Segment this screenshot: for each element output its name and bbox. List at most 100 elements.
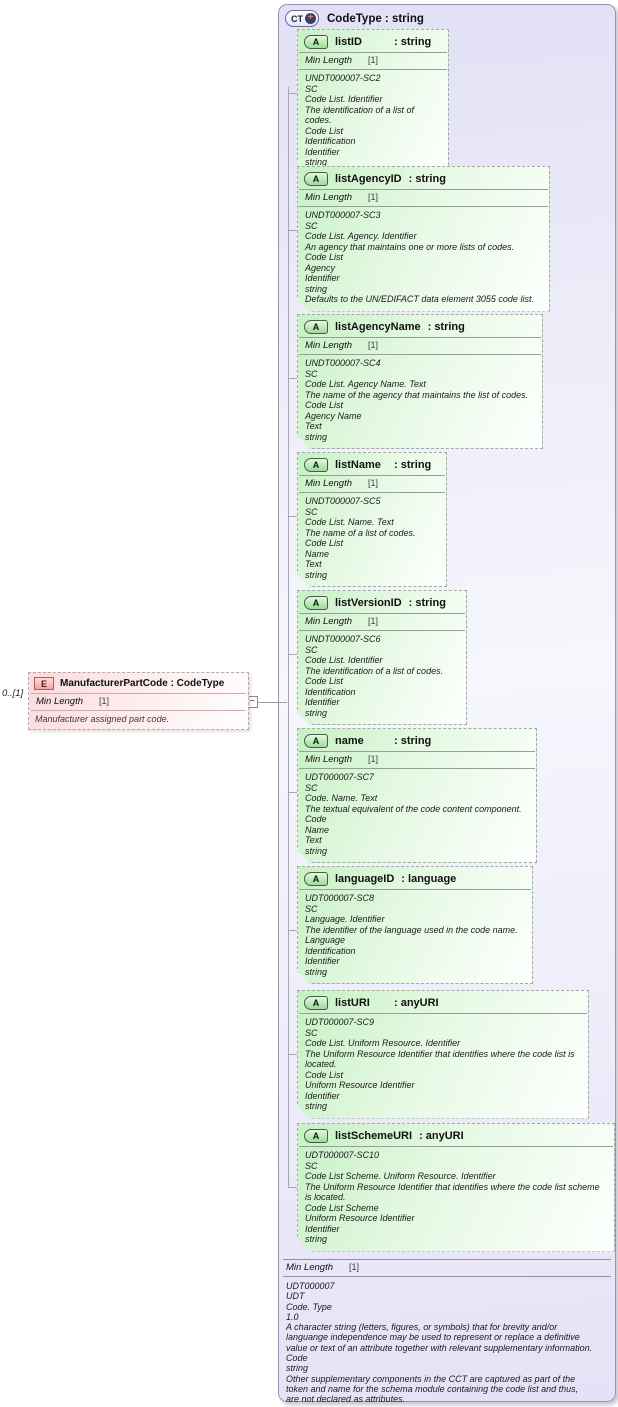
divider	[299, 630, 465, 631]
divider	[299, 751, 535, 752]
divider	[299, 189, 548, 190]
attribute-type: : string	[427, 321, 465, 333]
attribute-title-row: A listSchemeURI : anyURI	[298, 1124, 614, 1146]
divider	[283, 1259, 611, 1260]
facet-value: [1]	[368, 478, 379, 488]
attribute-annotation: UNDT000007-SC3 SC Code List. Agency. Ide…	[305, 210, 534, 304]
divider	[299, 1146, 613, 1147]
facet-label: Min Length	[305, 55, 353, 66]
attribute-annotation: UDT000007-SC10 SC Code List Scheme. Unif…	[305, 1150, 600, 1244]
divider	[299, 52, 447, 53]
divider	[299, 768, 535, 769]
attribute-name: listID	[335, 36, 362, 48]
complex-type-footer: Min Length [1] UDT000007 UDT Code. Type …	[282, 1259, 612, 1405]
divider	[31, 710, 246, 711]
attribute-box-listid[interactable]: A listID : string Min Length [1] UNDT000…	[297, 29, 449, 175]
attribute-icon: A	[304, 734, 328, 748]
complex-type-title: CodeType : string	[327, 12, 424, 25]
connector-stub-line	[288, 654, 297, 655]
attribute-title-row: A listName : string	[298, 453, 446, 475]
attribute-annotation: UDT000007-SC7 SC Code. Name. Text The te…	[305, 772, 522, 856]
divider	[299, 206, 548, 207]
attribute-annotation: UNDT000007-SC6 SC Code List. Identifier …	[305, 634, 444, 718]
attribute-name: listSchemeURI	[335, 1130, 413, 1142]
connector-stub-line	[288, 516, 297, 517]
attribute-annotation: UNDT000007-SC5 SC Code List. Name. Text …	[305, 496, 416, 580]
attribute-icon: A	[304, 1129, 328, 1143]
facet-value: [1]	[368, 55, 379, 65]
attribute-box-listagencyname[interactable]: A listAgencyName : string Min Length [1]…	[297, 314, 543, 449]
divider	[299, 1013, 587, 1014]
element-title-row: E ManufacturerPartCode : CodeType	[29, 673, 248, 693]
facet-label: Min Length	[305, 754, 353, 765]
attribute-type: : string	[408, 597, 446, 609]
attribute-icon: A	[304, 596, 328, 610]
facet-value: [1]	[99, 696, 110, 706]
facet-value: [1]	[368, 616, 379, 626]
element-title: ManufacturerPartCode : CodeType	[60, 678, 225, 689]
facet-label: Min Length	[286, 1262, 334, 1273]
facet-value: [1]	[368, 340, 379, 350]
attribute-type: : anyURI	[419, 1130, 464, 1142]
attribute-box-languageid[interactable]: A languageID : language UDT000007-SC8 SC…	[297, 866, 533, 984]
cardinality-label: 0..[1]	[2, 688, 24, 699]
divider	[299, 492, 445, 493]
connector-stub-line	[288, 93, 297, 94]
facet-row: Min Length [1]	[298, 53, 448, 69]
attribute-icon: A	[304, 35, 328, 49]
complex-type-header: CT + CodeType : string	[285, 10, 424, 27]
attribute-icon: A	[304, 996, 328, 1010]
attribute-title-row: A listVersionID : string	[298, 591, 466, 613]
connector-line	[249, 702, 287, 703]
attribute-box-name[interactable]: A name : string Min Length [1] UDT000007…	[297, 728, 537, 863]
attribute-annotation: UNDT000007-SC2 SC Code List. Identifier …	[305, 73, 415, 167]
connector-trunk-line	[288, 87, 289, 1187]
attribute-type: : string	[394, 735, 432, 747]
facet-value: [1]	[368, 754, 379, 764]
attribute-name: listURI	[335, 997, 370, 1009]
attribute-annotation: UNDT000007-SC4 SC Code List. Agency Name…	[305, 358, 529, 442]
facet-label: Min Length	[305, 340, 353, 351]
attribute-icon: A	[304, 320, 328, 334]
connector-stub-line	[288, 1187, 297, 1188]
attribute-icon: A	[304, 458, 328, 472]
attribute-title-row: A listURI : anyURI	[298, 991, 588, 1013]
facet-label: Min Length	[36, 696, 84, 707]
complex-type-box-codetype[interactable]: CT + CodeType : string A listID : string…	[278, 4, 616, 1405]
attribute-type: : string	[408, 173, 446, 185]
facet-value: [1]	[349, 1262, 360, 1272]
attribute-box-listagencyid[interactable]: A listAgencyID : string Min Length [1] U…	[297, 166, 550, 312]
facet-value: [1]	[368, 192, 379, 202]
attribute-type: : string	[394, 36, 432, 48]
attribute-type: : string	[394, 459, 432, 471]
expand-plus-icon[interactable]: +	[305, 13, 316, 24]
divider	[299, 613, 465, 614]
facet-row: Min Length [1]	[298, 338, 542, 354]
attribute-box-listname[interactable]: A listName : string Min Length [1] UNDT0…	[297, 452, 447, 587]
connector-stub-line	[288, 378, 297, 379]
attribute-box-listuri[interactable]: A listURI : anyURI UDT000007-SC9 SC Code…	[297, 990, 589, 1119]
divider	[31, 693, 246, 694]
attribute-title-row: A listAgencyID : string	[298, 167, 549, 189]
attribute-box-listschemeuri[interactable]: A listSchemeURI : anyURI UDT000007-SC10 …	[297, 1123, 615, 1252]
facet-row: Min Length [1]	[298, 190, 549, 206]
connector-stub-line	[288, 792, 297, 793]
attribute-title-row: A name : string	[298, 729, 536, 751]
attribute-annotation: UDT000007-SC8 SC Language. Identifier Th…	[305, 893, 518, 977]
divider	[299, 337, 541, 338]
attribute-type: : language	[401, 873, 457, 885]
complex-type-badge-label: CT	[291, 13, 303, 24]
connector-stub-line	[288, 1054, 297, 1055]
attribute-title-row: A listAgencyName : string	[298, 315, 542, 337]
attribute-icon: A	[304, 872, 328, 886]
facet-row: Min Length [1]	[298, 752, 536, 768]
facet-label: Min Length	[305, 478, 353, 489]
facet-row: Min Length [1]	[282, 1260, 612, 1276]
attribute-name: name	[335, 735, 364, 747]
complex-type-icon: CT +	[285, 10, 319, 27]
attribute-title-row: A listID : string	[298, 30, 448, 52]
element-box-manufacturerpartcode[interactable]: E ManufacturerPartCode : CodeType Min Le…	[28, 672, 249, 730]
facet-label: Min Length	[305, 616, 353, 627]
connector-stub-line	[288, 930, 297, 931]
attribute-box-listversionid[interactable]: A listVersionID : string Min Length [1] …	[297, 590, 467, 725]
